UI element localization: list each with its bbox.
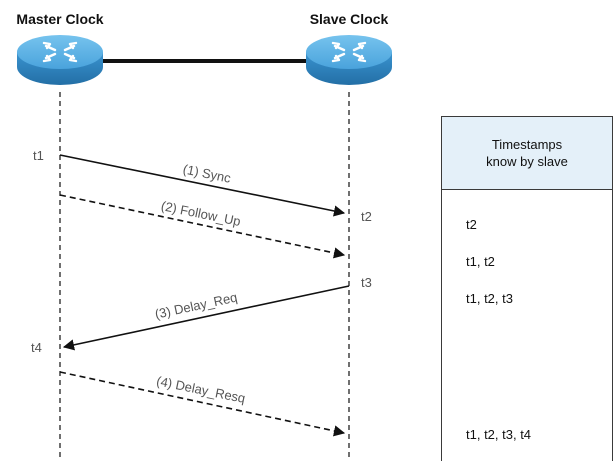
panel-row-t1-t2: t1, t2	[466, 254, 495, 269]
t4-label: t4	[31, 340, 42, 355]
delay-req-arrow	[62, 285, 350, 351]
t3-label: t3	[361, 275, 372, 290]
sync-arrow	[59, 154, 346, 217]
t2-label: t2	[361, 209, 372, 224]
delay-resq-arrow	[59, 371, 346, 437]
follow-up-arrow	[59, 194, 346, 259]
panel-header-line2: know by slave	[486, 154, 568, 169]
timestamps-panel: Timestamps know by slave t2 t1, t2 t1, t…	[441, 116, 613, 461]
slave-clock-title: Slave Clock	[310, 11, 389, 27]
delay-resq-label: (4) Delay_Resq	[155, 373, 247, 406]
master-router-icon	[17, 35, 103, 85]
panel-row-t2: t2	[466, 217, 477, 232]
timestamps-panel-header: Timestamps know by slave	[442, 117, 612, 190]
delay-req-label: (3) Delay_Req	[154, 290, 239, 322]
panel-row-t1-t2-t3-t4: t1, t2, t3, t4	[466, 427, 532, 442]
master-clock-title: Master Clock	[16, 11, 103, 27]
slave-router-icon	[306, 35, 392, 85]
t1-label: t1	[33, 148, 44, 163]
panel-row-t1-t2-t3: t1, t2, t3	[466, 291, 513, 306]
panel-header-line1: Timestamps	[491, 137, 563, 152]
